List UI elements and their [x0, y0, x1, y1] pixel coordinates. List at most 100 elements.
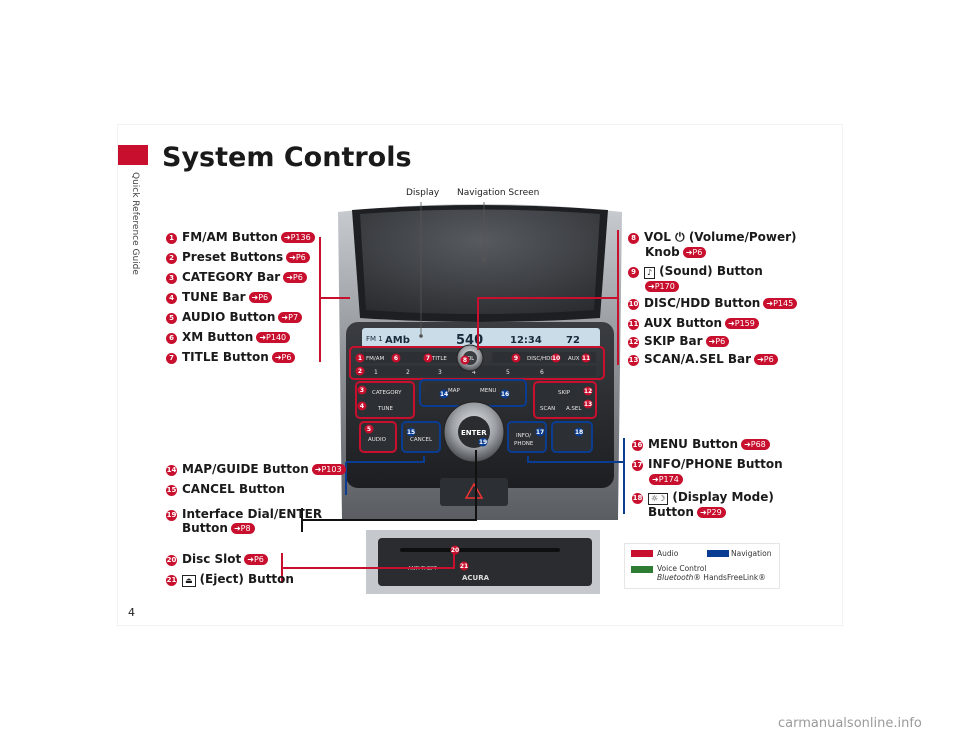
svg-text:TUNE: TUNE [377, 406, 393, 412]
preset-buttons: 1 2 3 4 5 6 [374, 369, 544, 376]
label-sound: 9♪(Sound) Button [628, 264, 763, 279]
svg-text:12: 12 [584, 388, 592, 395]
page-ref-link[interactable]: ➜P159 [725, 318, 759, 329]
power-icon: ⏻ [675, 230, 685, 244]
right-audio-bracket [477, 230, 619, 365]
svg-text:4: 4 [472, 369, 476, 376]
hazard-button [440, 478, 508, 506]
svg-text:6: 6 [540, 369, 544, 376]
svg-text:2: 2 [406, 369, 410, 376]
page-ref-link[interactable]: ➜P29 [696, 507, 726, 518]
svg-text:8: 8 [463, 357, 467, 364]
legend-audio: Audio [657, 549, 679, 558]
svg-text:1: 1 [374, 369, 378, 376]
svg-text:19: 19 [479, 439, 487, 446]
page-ref-link[interactable]: ➜P6 [271, 352, 296, 363]
page-ref-link[interactable]: ➜P103 [311, 464, 346, 475]
svg-text:18: 18 [575, 429, 583, 436]
page-number: 4 [128, 606, 135, 619]
right-nav-bracket [527, 438, 625, 514]
svg-text:5: 5 [506, 369, 510, 376]
category-tune-box [355, 381, 415, 419]
svg-text:DISC/HDD: DISC/HDD [527, 356, 555, 362]
label-vol-2: Knob➜P6 [645, 245, 707, 259]
svg-text:ACURA: ACURA [462, 574, 490, 582]
label-display-mode: 18☼☽(Display Mode) [632, 490, 774, 505]
svg-text:16: 16 [501, 391, 509, 398]
lcd-amb: AMb [385, 335, 410, 346]
page-title: System Controls [162, 142, 412, 173]
svg-text:21: 21 [460, 563, 468, 570]
svg-text:6: 6 [394, 355, 398, 362]
lcd-display [362, 328, 600, 348]
label-info-phone-ref: ➜P174 [646, 472, 683, 486]
disc-bracket [281, 552, 455, 583]
display-caption: Display [406, 188, 440, 198]
svg-text:TITLE: TITLE [431, 356, 447, 362]
page-ref-link[interactable]: ➜P68 [741, 439, 770, 450]
svg-text:MAP: MAP [448, 388, 461, 394]
left-nav-bracket [345, 456, 425, 495]
svg-text:2: 2 [358, 368, 362, 375]
legend-swatch-audio [631, 550, 653, 557]
skip-scan-box [533, 381, 597, 419]
svg-text:15: 15 [407, 429, 415, 436]
disc-slot [400, 548, 560, 552]
left-audio-bracket [319, 237, 350, 362]
page-ref-link[interactable]: ➜P6 [682, 247, 707, 258]
lcd-band: FM 1 [366, 335, 383, 343]
sound-icon: ♪ [644, 267, 656, 279]
svg-text:11: 11 [582, 355, 590, 362]
svg-text:4: 4 [360, 403, 364, 410]
legend-navigation: Navigation [731, 549, 772, 558]
page-ref-link[interactable]: ➜P6 [705, 336, 730, 347]
page-ref-link[interactable]: ➜P174 [649, 474, 683, 485]
svg-text:FM/AM: FM/AM [366, 356, 385, 362]
svg-text:PHONE: PHONE [514, 441, 534, 447]
section-tab-marker [118, 145, 148, 165]
eject-icon: ⏏ [182, 575, 196, 587]
page-ref-link[interactable]: ➜P7 [278, 312, 303, 323]
legend-voice-2: Bluetooth® HandsFreeLink® [657, 573, 766, 582]
label-eject: 21⏏(Eject) Button [166, 572, 294, 587]
svg-text:3: 3 [438, 369, 442, 376]
page-ref-link[interactable]: ➜P6 [286, 252, 310, 263]
svg-text:MENU: MENU [480, 388, 496, 394]
page-ref-link[interactable]: ➜P136 [280, 232, 315, 243]
label-display-mode-2: Button➜P29 [648, 505, 726, 519]
svg-text:SCAN: SCAN [540, 406, 555, 412]
page-ref-link[interactable]: ➜P140 [256, 332, 291, 343]
lcd-frequency: 540 [456, 333, 483, 348]
page-ref-link[interactable]: ➜P6 [244, 554, 268, 565]
display-mode-icon: ☼☽ [648, 493, 669, 505]
svg-text:13: 13 [584, 401, 592, 408]
svg-text:9: 9 [514, 355, 518, 362]
watermark: carmanualsonline.info [778, 716, 922, 731]
page-ref-link[interactable]: ➜P6 [754, 354, 778, 365]
nav-screen-caption: Navigation Screen [457, 188, 540, 198]
svg-text:AUDIO: AUDIO [368, 437, 387, 443]
color-legend: Audio Navigation Voice Control Bluetooth… [624, 543, 780, 589]
svg-text:3: 3 [360, 387, 364, 394]
page-ref-link[interactable]: ➜P6 [283, 272, 307, 283]
page-ref-link[interactable]: ➜P8 [230, 523, 255, 534]
page-ref-link[interactable]: ➜P6 [248, 292, 273, 303]
page-ref-link[interactable]: ➜P145 [763, 298, 798, 309]
page-ref-link[interactable]: ➜P170 [645, 281, 679, 292]
